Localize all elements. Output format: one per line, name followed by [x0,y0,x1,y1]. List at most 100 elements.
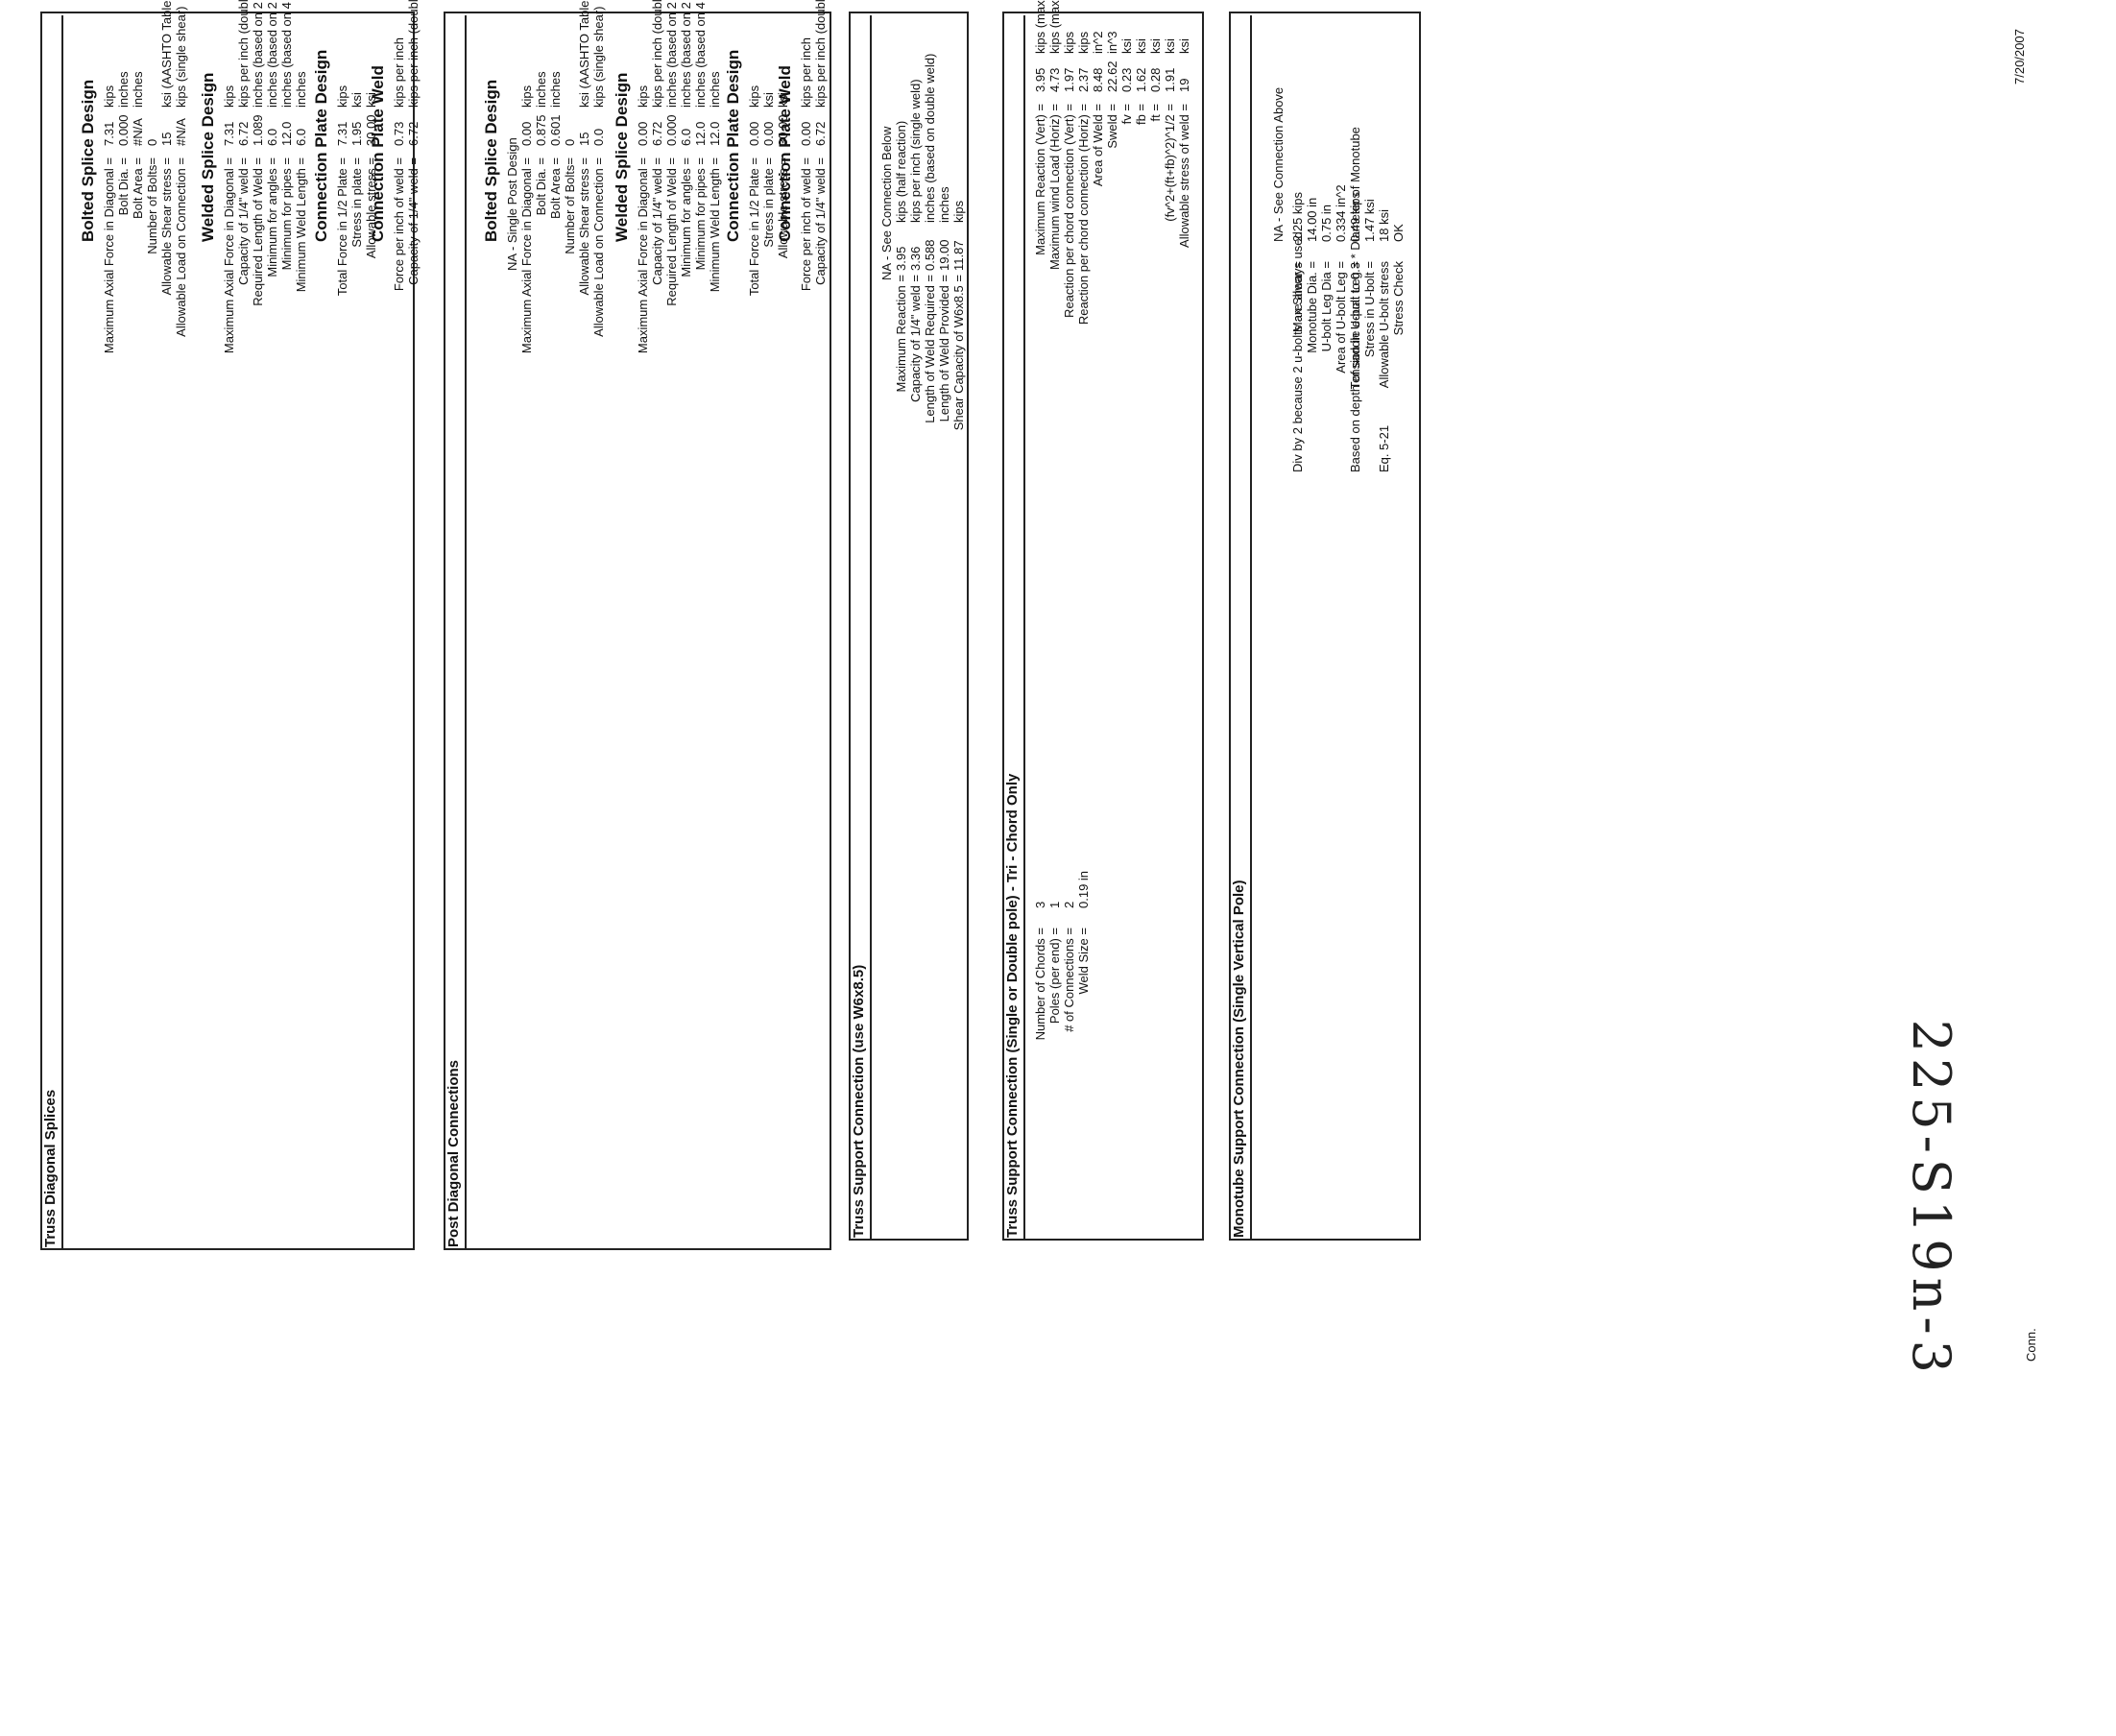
row-unit: ksi [1177,38,1191,54]
row-label: Maximum Axial Force in Diagonal = [519,157,534,354]
row-value: 0.28 [1148,67,1163,92]
row-unit: kips [636,84,650,108]
row-value: 3 [1033,901,1047,908]
row-label: Number of Bolts= [145,157,159,254]
row-unit: kips (single shear) [174,6,188,108]
see-connection-note: NA - See Connection Above [1271,86,1286,242]
data-row: Number of Chords = 3 [1033,21,1047,1241]
row-value: 6.72 [650,121,664,146]
row-value: 12.0 [279,121,294,146]
data-row: # of Connections =2 [1062,21,1076,1241]
row-label: Force per inch of weld = [799,157,813,292]
row-label: Allowable Shear stress = [159,157,174,296]
row-value: 6.72 [813,121,828,146]
row-value: 18 ksi [1377,209,1391,242]
row-label: fv = [1119,104,1134,125]
row-unit: in^3 [1105,31,1119,54]
row-value: 0.588 [923,239,937,271]
row-label: Capacity of 1/4" weld = [406,157,421,285]
row-label: fb = [1134,104,1148,126]
row-label: Total Force in 1/2 Plate = [335,157,349,297]
row-value: 1.95 [349,121,364,146]
row-label: Stress in plate = [349,157,364,248]
row-unit: ksi [761,92,776,108]
row-label: Stress Check [1391,261,1406,336]
row-value: 7.31 [335,121,349,146]
row-value: 12.0 [693,121,708,146]
plate-weld-heading: Connection Plate Weld [369,65,387,242]
row-label: Allowable Load on Connection = [174,157,188,337]
row-unit: in^2 [1091,31,1105,54]
row-unit: kips [747,84,761,108]
row-unit: kips per inch (double weld) [236,0,251,108]
row-label: Force per inch of weld = [392,157,406,292]
row-value: 3.95 [894,246,908,271]
row-label: ft = [1148,104,1163,122]
plate-weld-heading: Connection Plate Weld [776,65,794,242]
section-title: Truss Diagonal Splices [40,15,63,1250]
row-label: Allowable Load on Connection = [591,157,606,337]
row-value: 0 [563,138,577,146]
row-value: 2 [1062,901,1076,908]
single-post-note: NA - Single Post Design [505,137,519,271]
row-unit: inches [548,71,563,108]
row-unit: kips per inch (double weld) [406,0,421,108]
row-value: 0.00 [519,121,534,146]
row-label: Stress in U-bolt = [1362,261,1377,358]
row-unit: Based on depth of saddle equal to 0.3 * … [1348,127,1362,472]
row-unit: inches (based on 2 welds 3" long) [265,0,279,108]
data-row: Stress in U-bolt =1.47 ksi [1362,21,1377,1241]
truss-diagonal-splices-section: Truss Diagonal Splices Bolted Splice Des… [40,0,421,1250]
row-value: 0.19 in [1076,870,1091,908]
row-label: Bolt Area = [131,157,145,219]
section-title: Truss Support Connection (Single or Doub… [1002,15,1025,1241]
row-value: 6.0 [265,128,279,146]
row-unit: inches (based on 4 welds 3" long) [693,0,708,108]
row-label: Bolt Dia. = [534,157,548,216]
row-label: Number of Chords = [1033,928,1047,1041]
row-unit: ksi [1119,38,1134,54]
data-row: Allowable Shear stress =15ksi (AASHTO Ta… [159,0,174,1250]
row-unit: kips [102,84,116,108]
row-value: 7.31 [222,121,236,146]
row-value: 6.72 [406,121,421,146]
row-value: 7.31 [102,121,116,146]
row-value: 0.000 [664,114,679,146]
monotube-support-section: Monotube Support Connection (Single Vert… [1229,12,1421,1241]
plate-design-heading: Connection Plate Design [312,49,330,242]
row-unit: kips per inch [392,37,406,108]
data-row: Allowable Load on Connection = #N/A kips (… [174,7,188,1250]
row-label: Bolt Dia. = [116,157,131,216]
row-label: Minimum Weld Length = [294,157,308,293]
row-value: 0.875 [534,114,548,146]
row-value: 3.36 [908,246,923,271]
row-value: 6.0 [294,128,308,146]
row-label: Length of Weld Required = [923,275,937,423]
row-unit: ksi [1163,38,1177,54]
row-label: Maximum Reaction = [894,275,908,393]
row-label: Number of Bolts= [563,157,577,254]
conn-label: Conn. [2024,1328,2038,1362]
row-label: Stress in plate = [761,157,776,248]
row-unit: ksi (AASHTO Table 10.32.3C) Galvanized s… [159,0,174,108]
row-value: 1.91 [1163,67,1177,92]
row-unit: inches [294,71,308,108]
row-value: 22.62 [1105,60,1119,92]
row-value: #N/A [174,118,188,146]
